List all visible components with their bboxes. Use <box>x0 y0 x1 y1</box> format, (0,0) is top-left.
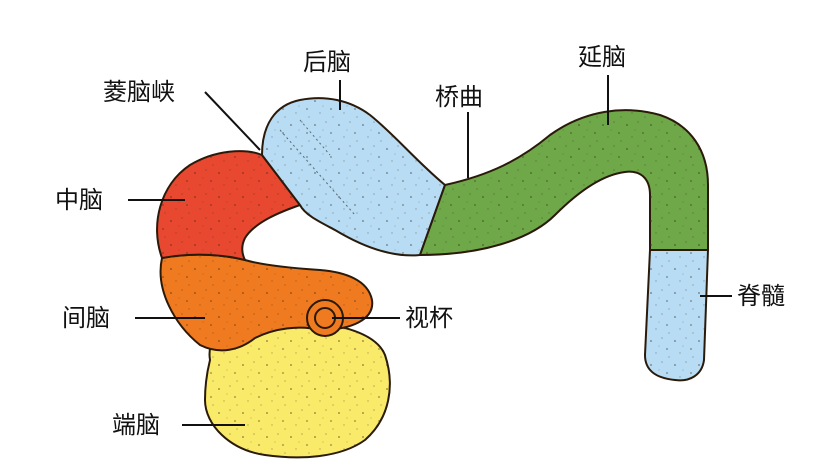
label-rhombencephalic-isthmus: 菱脑峡 <box>103 78 175 106</box>
leader-rhombencephalic-isthmus <box>204 91 261 151</box>
label-medulla: 延脑 <box>578 43 626 71</box>
label-midbrain: 中脑 <box>55 186 103 214</box>
telencephalon-region <box>203 318 391 459</box>
midbrain-region <box>156 150 302 262</box>
label-optic-cup: 视杯 <box>405 304 453 332</box>
label-hindbrain: 后脑 <box>303 48 351 76</box>
hindbrain-region <box>260 97 447 257</box>
label-diencephalon: 间脑 <box>62 304 110 332</box>
label-spinal-cord: 脊髓 <box>737 282 785 310</box>
spinal-cord-region <box>643 249 710 382</box>
label-pontine-flexure: 桥曲 <box>435 83 483 111</box>
medulla-region <box>418 109 709 257</box>
label-telencephalon: 端脑 <box>112 411 160 439</box>
